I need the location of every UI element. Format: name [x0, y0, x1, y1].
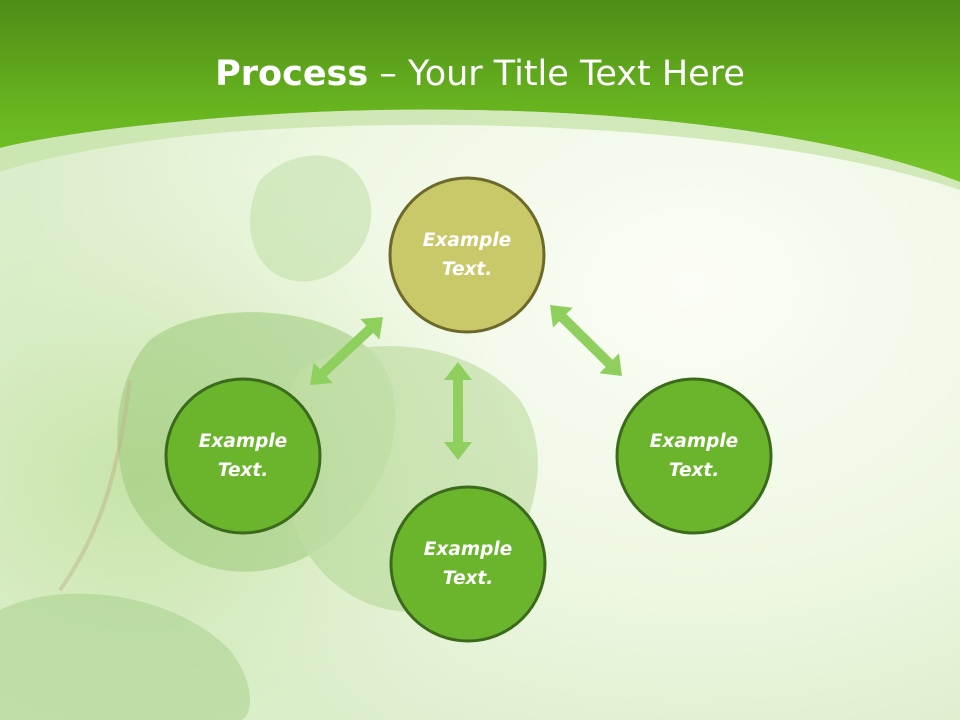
slide-title: Process – Your Title Text Here — [0, 52, 960, 96]
title-bold: Process — [215, 54, 369, 94]
title-rest: – Your Title Text Here — [368, 54, 745, 94]
node-text-line2: Text. — [442, 568, 494, 589]
node-text-line2: Text. — [668, 460, 720, 481]
node-text-line2: Text. — [217, 460, 269, 481]
process-nodes — [164, 176, 773, 643]
arrow-top-right — [550, 305, 622, 376]
process-node-top — [388, 176, 546, 334]
process-node-bottom — [389, 485, 547, 643]
arrows-group — [310, 305, 622, 460]
process-node-left — [164, 377, 322, 535]
process-node-right — [615, 377, 773, 535]
node-text-line1: Example — [422, 230, 512, 251]
node-text-line1: Example — [198, 431, 288, 452]
arrow-top-left — [310, 317, 383, 385]
header-curve-highlight — [0, 109, 960, 190]
node-text-line2: Text. — [441, 259, 493, 280]
node-text-line1: Example — [649, 431, 739, 452]
arrow-top-bottom — [444, 362, 472, 460]
header-band — [0, 0, 960, 182]
node-text-line1: Example — [423, 539, 513, 560]
